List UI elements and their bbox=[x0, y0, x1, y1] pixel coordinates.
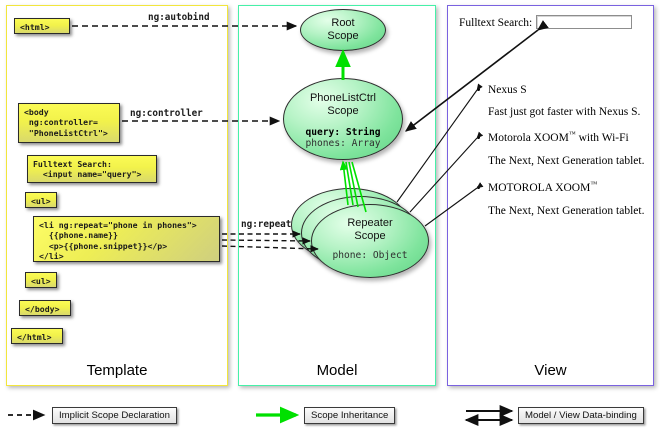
legend: Implicit Scope Declaration Scope Inherit… bbox=[0, 394, 660, 435]
legend-label-model-view-data-binding: Model / View Data-binding bbox=[518, 407, 644, 424]
repeater-scope-title-line2: Scope bbox=[354, 229, 386, 242]
phonelistctrl-scope-ellipse: PhoneListCtrl Scope query: String phones… bbox=[283, 78, 403, 160]
code-box-html-close: </html> bbox=[11, 328, 63, 344]
panel-view: View bbox=[447, 5, 654, 386]
repeater-scope-prop-phone: phone: Object bbox=[332, 250, 408, 261]
phonelistctrl-scope-prop-phones: phones: Array bbox=[305, 138, 381, 149]
view-item-name-text-1: Motorola XOOM bbox=[488, 131, 569, 144]
root-scope-title-line2: Scope bbox=[327, 29, 359, 42]
code-box-ul-open: <ul> bbox=[25, 192, 57, 208]
label-ng-controller: ng:controller bbox=[130, 108, 203, 119]
phonelistctrl-scope-title-line2: Scope bbox=[327, 104, 359, 117]
view-bullet-2 bbox=[477, 186, 480, 189]
label-ng-autobind: ng:autobind bbox=[148, 12, 210, 23]
view-item-name-0: Nexus S bbox=[488, 82, 527, 96]
view-item-name-1: Motorola XOOM™ with Wi-Fi bbox=[488, 130, 629, 144]
root-scope-title-line1: Root bbox=[331, 17, 355, 29]
view-search-label: Fulltext Search: bbox=[459, 17, 533, 29]
view-bullet-1 bbox=[477, 136, 480, 139]
code-box-body-close: </body> bbox=[19, 300, 71, 316]
view-item-name-text-0: Nexus S bbox=[488, 83, 527, 96]
legend-wires bbox=[8, 405, 514, 426]
view-bullet-0 bbox=[477, 88, 480, 91]
phonelistctrl-scope-title-line1: PhoneListCtrl bbox=[309, 92, 377, 104]
view-item-snippet-0: Fast just got faster with Nexus S. bbox=[488, 106, 641, 118]
label-ng-repeat: ng:repeat bbox=[241, 219, 292, 230]
repeater-scope-title-line1: Repeater bbox=[347, 217, 393, 229]
view-search-input[interactable] bbox=[536, 15, 632, 29]
legend-label-implicit-scope-declaration: Implicit Scope Declaration bbox=[52, 407, 177, 424]
code-box-li-repeat: <li ng:repeat="phone in phones"> {{phone… bbox=[33, 216, 220, 262]
code-box-ul-close: <ul> bbox=[25, 272, 57, 288]
view-item-snippet-1: The Next, Next Generation tablet. bbox=[488, 155, 645, 167]
view-item-suffix-1: with Wi-Fi bbox=[575, 131, 629, 144]
code-box-body-open: <body ng:controller= "PhoneListCtrl"> bbox=[18, 103, 120, 143]
view-item-trademark-2: ™ bbox=[590, 180, 598, 188]
view-item-trademark-1: ™ bbox=[568, 130, 576, 138]
code-box-search: Fulltext Search: <input name="query"> bbox=[27, 155, 157, 183]
panel-model-label: Model bbox=[316, 362, 358, 379]
view-item-name-2: MOTOROLA XOOM™ bbox=[488, 180, 597, 194]
repeater-scope-ellipse: Repeater Scope phone: Object bbox=[311, 204, 429, 278]
view-item-name-text-2: MOTOROLA XOOM bbox=[488, 181, 591, 194]
phonelistctrl-scope-prop-query: query: String bbox=[305, 127, 381, 138]
legend-label-scope-inheritance: Scope Inheritance bbox=[304, 407, 396, 424]
panel-template-label: Template bbox=[86, 362, 148, 379]
root-scope-ellipse: Root Scope bbox=[300, 9, 386, 51]
code-box-html-open: <html> bbox=[14, 18, 70, 34]
panel-view-label: View bbox=[534, 362, 567, 379]
view-item-snippet-2: The Next, Next Generation tablet. bbox=[488, 205, 645, 217]
